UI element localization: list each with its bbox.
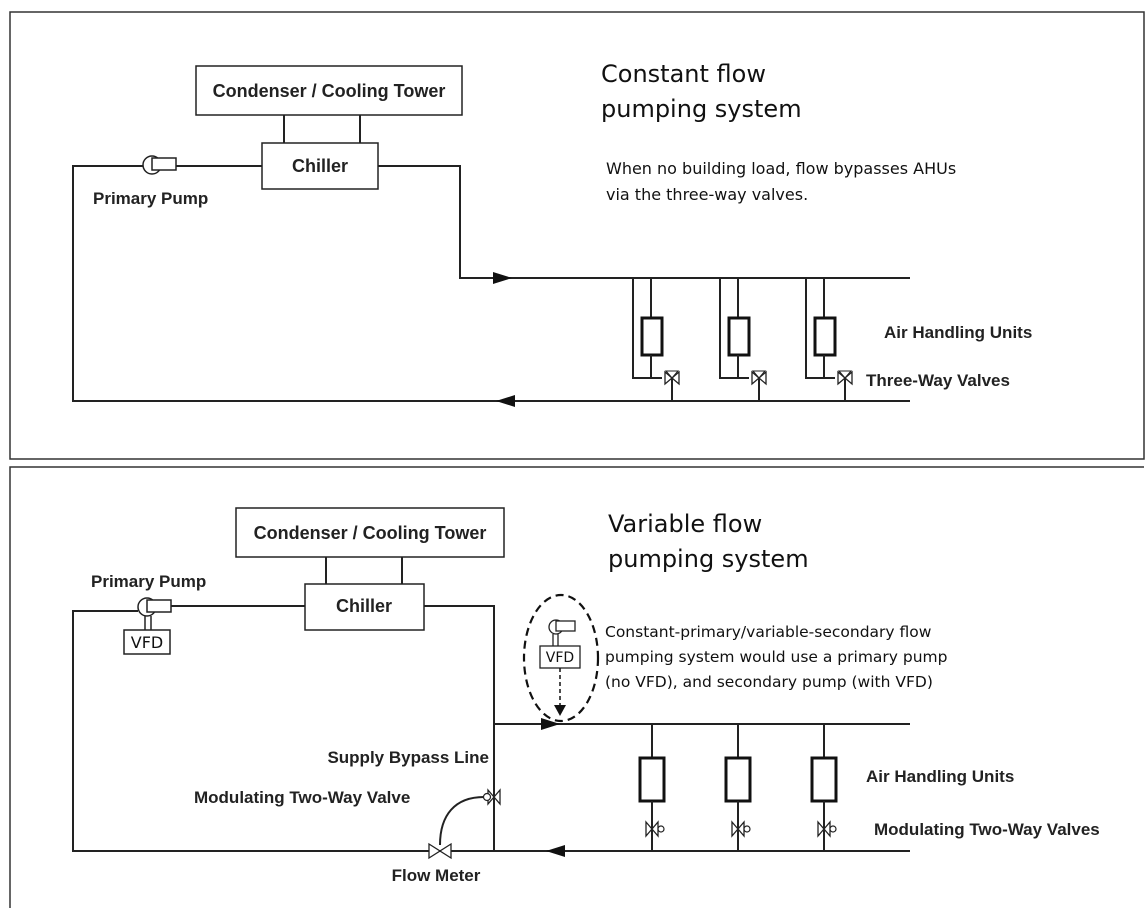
bottom-primary-pump-icon [137, 597, 172, 630]
bypass-valve-label: Modulating Two-Way Valve [194, 788, 410, 807]
bottom-title-line1: Variable flow [608, 510, 762, 538]
flow-meter-label: Flow Meter [392, 866, 481, 885]
top-ahu-label: Air Handling Units [884, 323, 1032, 342]
bottom-vfd-label: VFD [131, 633, 163, 652]
secondary-pump-icon [548, 619, 576, 646]
top-condenser-label: Condenser / Cooling Tower [213, 81, 446, 101]
bottom-title-line2: pumping system [608, 545, 809, 573]
top-three-way-valve-3-icon [837, 370, 853, 386]
top-title-line2: pumping system [601, 95, 802, 123]
bottom-condenser-label: Condenser / Cooling Tower [254, 523, 487, 543]
secondary-vfd-label: VFD [546, 650, 574, 666]
bottom-panel: Variable flow pumping system Condenser /… [9, 466, 1144, 908]
bottom-note-line1: Constant-primary/variable-secondary flow [605, 623, 932, 641]
top-supply-arrow [493, 272, 512, 284]
top-ahu-branch-1 [632, 278, 680, 401]
top-panel-frame [9, 11, 1145, 460]
bottom-condenser-box [235, 507, 505, 558]
top-ahu-1-icon [640, 316, 664, 357]
bottom-pump-label: Primary Pump [91, 572, 206, 591]
top-three-way-valve-2-icon [751, 370, 767, 386]
bottom-note-line3: (no VFD), and secondary pump (with VFD) [605, 673, 933, 691]
top-pump-label: Primary Pump [93, 189, 208, 208]
top-ahu-branch-3 [805, 278, 853, 401]
bottom-chiller-label: Chiller [336, 596, 392, 616]
top-chiller-label: Chiller [292, 156, 348, 176]
bottom-valves-label: Modulating Two-Way Valves [874, 820, 1100, 839]
top-note-line2: via the three-way valves. [606, 185, 808, 204]
bottom-two-way-valve-3-icon [817, 820, 837, 838]
secondary-pump-callout: VFD [522, 593, 600, 723]
top-three-way-valve-1-icon [664, 370, 680, 386]
top-title-line1: Constant flow [601, 60, 766, 88]
flow-meter-signal-line [439, 796, 485, 846]
bottom-ahu-3-icon [810, 756, 838, 803]
bypass-two-way-valve-icon [482, 788, 501, 806]
bottom-ahu-branch-2 [724, 724, 752, 851]
top-condenser-box [195, 65, 463, 116]
top-chiller-box [261, 142, 379, 190]
top-primary-pump-icon [142, 155, 177, 175]
top-ahu-branch-2 [719, 278, 767, 401]
top-valves-label: Three-Way Valves [866, 371, 1010, 390]
bottom-panel-frame [9, 466, 1144, 908]
flow-meter-icon [428, 842, 452, 860]
top-ahu-3-icon [813, 316, 837, 357]
bottom-supply-arrow [541, 718, 560, 730]
top-note-line1: When no building load, flow bypasses AHU… [606, 159, 956, 178]
top-ahu-2-icon [727, 316, 751, 357]
top-panel: Constant flow pumping system When no bui… [9, 11, 1145, 460]
bottom-ahu-branch-1 [638, 724, 666, 851]
bottom-note-line2: pumping system would use a primary pump [605, 648, 948, 666]
bypass-line-label: Supply Bypass Line [327, 748, 489, 767]
bottom-two-way-valve-2-icon [731, 820, 751, 838]
bottom-ahu-label: Air Handling Units [866, 767, 1014, 786]
bottom-vfd-box [123, 629, 171, 655]
top-return-arrow [496, 395, 515, 407]
bottom-ahu-2-icon [724, 756, 752, 803]
bottom-two-way-valve-1-icon [645, 820, 665, 838]
bottom-return-arrow [546, 845, 565, 857]
bottom-ahu-branch-3 [810, 724, 838, 851]
bottom-ahu-1-icon [638, 756, 666, 803]
